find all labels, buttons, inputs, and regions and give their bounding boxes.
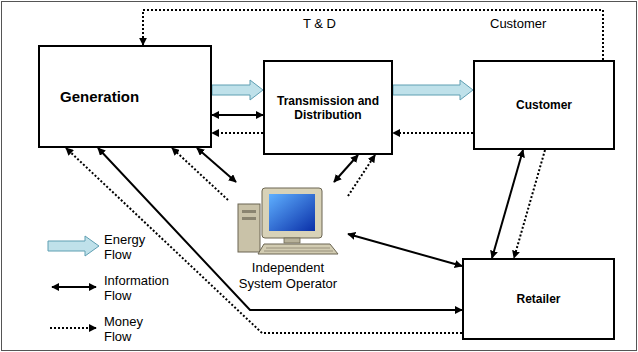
- process-box: Generation: [38, 45, 212, 148]
- money-flow-arrow: [348, 155, 375, 196]
- legend-text: Information Flow: [104, 273, 169, 303]
- section-label: Customer: [490, 16, 546, 31]
- money-flow-arrow: [143, 10, 603, 60]
- legend-text: Money Flow: [104, 314, 143, 344]
- legend-entry: Money Flow: [104, 314, 160, 344]
- key-row: [264, 251, 333, 252]
- legend-text: Energy Flow: [104, 232, 145, 262]
- operator-node: Independent System Operator: [228, 182, 348, 292]
- node-text: Retailer: [516, 292, 560, 306]
- stand: [284, 238, 300, 243]
- energy-flow-arrow: [393, 80, 473, 100]
- info-flow-arrow: [197, 148, 236, 182]
- info-flow-arrow: [212, 114, 263, 116]
- energy-flow-arrow: [212, 80, 263, 100]
- keyboard: [258, 244, 338, 254]
- computer-icon: [238, 188, 338, 254]
- process-box: Transmission and Distribution: [263, 60, 393, 155]
- energy-sample: [48, 236, 99, 256]
- money-sample: [50, 327, 96, 329]
- drive-slot: [242, 217, 256, 220]
- legend-entry: Energy Flow: [104, 232, 160, 262]
- info-flow-arrow: [98, 148, 462, 310]
- money-flow-arrow: [172, 148, 228, 200]
- key-row: [266, 248, 330, 249]
- node-text: Transmission and Distribution: [273, 94, 383, 122]
- info-flow-arrow: [492, 150, 523, 258]
- node-text: Generation: [60, 88, 139, 106]
- money-flow-arrow: [514, 150, 545, 258]
- info-flow-arrow: [334, 155, 358, 182]
- tower: [238, 204, 260, 252]
- info-flow-arrow: [348, 234, 462, 266]
- monitor: [262, 188, 322, 238]
- section-label: T & D: [303, 16, 336, 31]
- money-flow-arrow: [66, 148, 462, 333]
- node-text: Independent System Operator: [232, 260, 344, 292]
- money-flow-arrow: [393, 132, 473, 134]
- drive-slot: [242, 210, 256, 213]
- process-box: Retailer: [462, 258, 615, 340]
- legend-entry: Information Flow: [104, 273, 180, 303]
- process-box: Customer: [473, 60, 615, 150]
- screen: [269, 194, 315, 231]
- money-flow-arrow: [212, 132, 263, 134]
- information-sample: [52, 286, 96, 288]
- node-text: Customer: [516, 98, 572, 112]
